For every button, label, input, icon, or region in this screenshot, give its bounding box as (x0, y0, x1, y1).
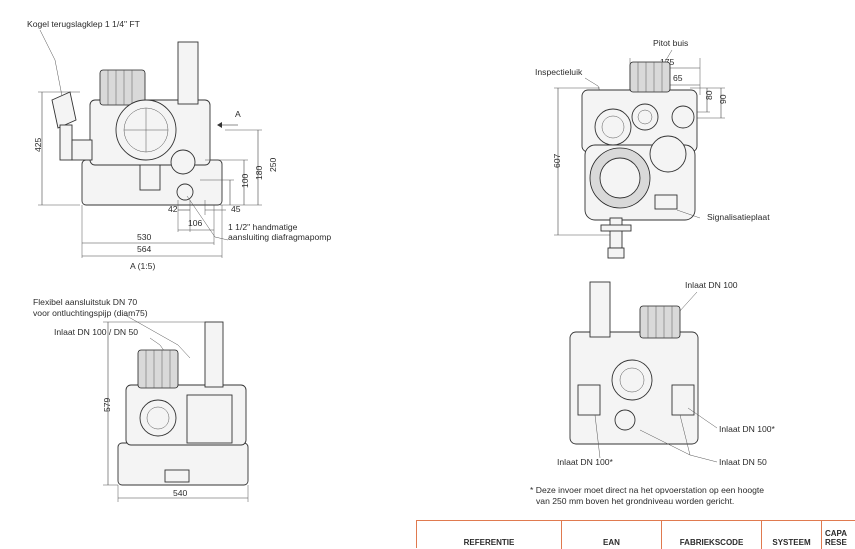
arrow-a-label: A (235, 109, 241, 119)
view-top-right: Pitot buis Inspectieluik 175 65 80 90 60… (535, 38, 770, 259)
label-inlaat-dn100-top: Inlaat DN 100 (685, 280, 738, 290)
dim-530: 530 (137, 232, 152, 242)
label-kogel-terugslagklep: Kogel terugslagklep 1 1/4" FT (27, 19, 141, 29)
col-ean: EAN (562, 521, 662, 549)
view-bottom-right: Inlaat DN 100 Inlaat DN 100* Inlaat DN 1… (557, 280, 776, 467)
dim-42: 42 (168, 204, 178, 214)
col-fabriekscode: FABRIEKSCODE (662, 521, 762, 549)
dim-100: 100 (240, 173, 250, 188)
label-inlaat-dn100-left: Inlaat DN 100* (557, 457, 614, 467)
dim-540: 540 (173, 488, 188, 498)
spec-table-header: REFERENTIE EAN FABRIEKSCODE SYSTEEM CAPA… (416, 520, 855, 549)
label-inlaat-dn100-right: Inlaat DN 100* (719, 424, 776, 434)
footnote-line-2: van 250 mm boven het grondniveau worden … (536, 496, 735, 506)
dim-106: 106 (188, 218, 203, 228)
footnote: * Deze invoer moet direct na het opvoers… (530, 485, 830, 507)
view-top-left: 425 A Kogel terugslagklep 1 1/4" FT (27, 19, 331, 271)
label-inspectieluik: Inspectieluik (535, 67, 583, 77)
view-bottom-left: Flexibel aansluitstuk DN 70 voor ontluch… (33, 297, 249, 502)
col-referentie: REFERENTIE (417, 521, 562, 549)
dim-45: 45 (231, 204, 241, 214)
dim-579: 579 (102, 397, 112, 412)
dim-250: 250 (268, 157, 278, 172)
col-systeem: SYSTEEM (762, 521, 822, 549)
label-diafragmapomp: aansluiting diafragmapomp (228, 232, 331, 242)
dim-80: 80 (704, 90, 714, 100)
dim-607: 607 (552, 153, 562, 168)
dim-180: 180 (254, 165, 264, 180)
caption-a-scale: A (1:5) (130, 261, 155, 271)
col-capaciteit: CAPA RESE (825, 529, 847, 547)
dim-564: 564 (137, 244, 152, 254)
label-inlaat-dn50: Inlaat DN 50 (719, 457, 767, 467)
dim-90: 90 (718, 94, 728, 104)
label-signalisatieplaat: Signalisatieplaat (707, 212, 770, 222)
footnote-line-1: * Deze invoer moet direct na het opvoers… (530, 485, 765, 495)
dim-425: 425 (33, 137, 43, 152)
label-ontluchtingspijp: voor ontluchtingspijp (diam75) (33, 308, 148, 318)
label-handmatige: 1 1/2" handmatige (228, 222, 298, 232)
label-flexibel-aansluitstuk: Flexibel aansluitstuk DN 70 (33, 297, 137, 307)
dim-65: 65 (673, 73, 683, 83)
label-pitot-buis: Pitot buis (653, 38, 688, 48)
label-inlaat-dn100-dn50: Inlaat DN 100 / DN 50 (54, 327, 138, 337)
